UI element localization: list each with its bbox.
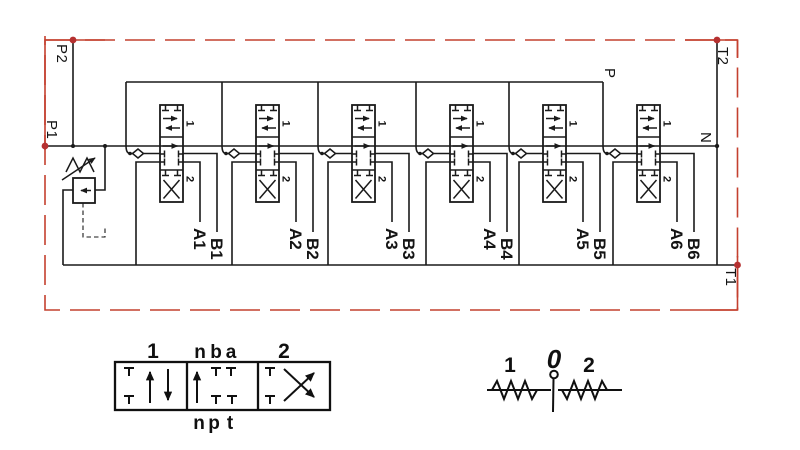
work-port-a-label: A6 — [667, 228, 686, 250]
work-port-a-label: A2 — [286, 228, 305, 250]
detail-pos1-label: 1 — [147, 340, 159, 363]
p-label: P — [601, 68, 618, 79]
work-port-b-label: B4 — [497, 238, 516, 260]
check-valve-icon — [514, 148, 528, 159]
port-labels: P2 P1 T2 N T1 P — [43, 44, 739, 287]
spring-pos0-label: 0 — [547, 344, 562, 374]
check-valve-icon — [227, 148, 241, 159]
detail-bottom-p: p — [208, 413, 220, 434]
spring-pos2-label: 2 — [583, 354, 595, 377]
work-port-b-label: B1 — [207, 238, 226, 260]
valve-block-boundary — [44, 39, 739, 311]
p2-label: P2 — [53, 44, 70, 63]
work-port-b-label: B2 — [303, 238, 322, 260]
port-dots — [41, 36, 741, 269]
p1-port-dot — [41, 142, 49, 150]
work-port-a-label: A3 — [382, 228, 401, 250]
work-port-a-label: A4 — [480, 228, 499, 250]
relief-valve — [61, 146, 106, 265]
work-port-b-label: B5 — [590, 238, 609, 260]
t2-label: T2 — [714, 47, 731, 66]
spring-pos1-label: 1 — [504, 354, 516, 377]
work-port-a-label: A5 — [573, 228, 592, 250]
detail-top-a: a — [226, 342, 237, 363]
detail-bottom-n: n — [193, 413, 205, 434]
work-port-b-label: B3 — [399, 238, 418, 260]
spring-left-icon — [491, 378, 538, 402]
detail-spring: 1 0 2 — [487, 344, 622, 413]
adjustable-arrow-icon — [61, 157, 96, 181]
check-valve-icon — [608, 148, 622, 159]
p1-label: P1 — [43, 120, 60, 139]
detail-valve: 1 2 n b a n p t — [113, 340, 332, 434]
work-port-a-label: A1 — [190, 228, 209, 250]
detail-pos2-label: 2 — [278, 340, 290, 363]
lever-icon — [552, 378, 555, 413]
t2-port-dot — [713, 36, 721, 44]
n-label: N — [697, 132, 714, 143]
check-valve-icon — [323, 148, 337, 159]
check-valve-icon — [131, 148, 145, 159]
detail-top-n: n — [194, 342, 206, 363]
detail-top-b: b — [210, 342, 222, 363]
detail-bottom-t: t — [227, 413, 234, 434]
work-port-b-label: B6 — [684, 238, 703, 260]
piping — [45, 40, 738, 266]
check-valve-icon — [421, 148, 435, 159]
t1-port-dot — [734, 261, 741, 269]
spring-right-icon — [561, 378, 608, 402]
pilot-line — [82, 203, 106, 238]
p2-port-dot — [69, 36, 77, 44]
relief-spring-icon — [65, 156, 95, 174]
t1-label: T1 — [722, 268, 739, 287]
